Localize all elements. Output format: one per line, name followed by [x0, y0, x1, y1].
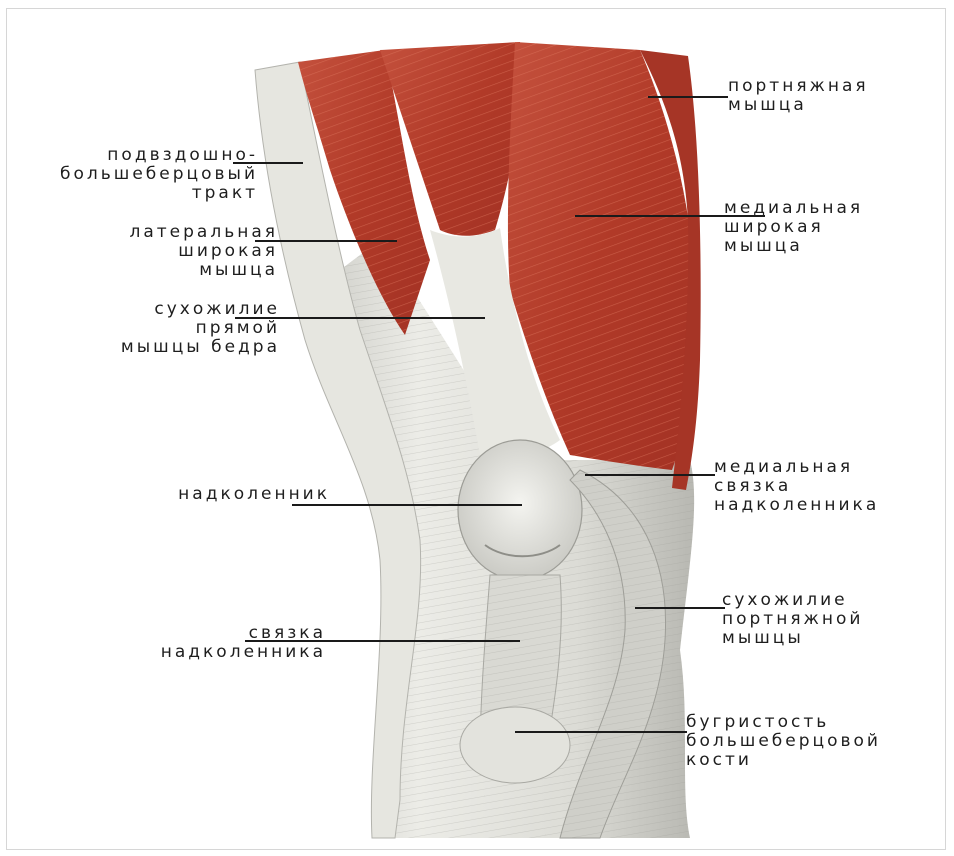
leader-line-podvzdoshno — [233, 162, 303, 164]
label-nadkolennik: надколенник — [178, 484, 330, 504]
iliotibial-tract-shape — [254, 61, 422, 839]
label-podvzdoshno-bolshebertsovyy-trakt: подвздошно- большеберцовый тракт — [60, 145, 258, 203]
sartorius-shape — [640, 50, 701, 490]
label-suhozhilie-pryamoy-myshtsy-bedra: сухожилие прямой мышцы бедра — [120, 299, 280, 357]
label-medialnaya-svyazka-nadkolennika: медиальная связка надколенника — [714, 457, 880, 515]
label-bugristost-bolshebertsovoy-kosti: бугристость большеберцовой кости — [686, 712, 881, 770]
leader-line-nadkolennik — [292, 504, 522, 506]
leader-line-bugristost — [515, 731, 687, 733]
quadriceps-tendon-shape — [430, 228, 560, 457]
leader-line-suhozhilie-portnyazhnoy — [635, 607, 725, 609]
label-lateralnaya-shirokaya-myshtsa: латеральная широкая мышца — [129, 222, 278, 280]
leader-line-suhozhilie-pryamoy — [235, 317, 485, 319]
leader-line-svyazka — [245, 640, 520, 642]
label-portnyazhnaya-myshtsa: портняжная мышца — [728, 76, 869, 115]
tibial-tuberosity-shape — [459, 706, 571, 784]
label-svyazka-nadkolennika: связка надколенника — [160, 623, 326, 662]
label-medialnaya-shirokaya-myshtsa: медиальная широкая мышца — [724, 198, 864, 256]
leader-line-medialnaya-svyazka — [585, 474, 715, 476]
label-suhozhilie-portnyazhnoy-myshtsy: сухожилие портняжной мышцы — [722, 590, 864, 648]
leader-line-portnyazhnaya — [648, 96, 728, 98]
leader-line-lateralnaya — [255, 240, 397, 242]
patella-shape — [457, 439, 583, 581]
leader-line-medialnaya-shirokaya — [575, 215, 765, 217]
